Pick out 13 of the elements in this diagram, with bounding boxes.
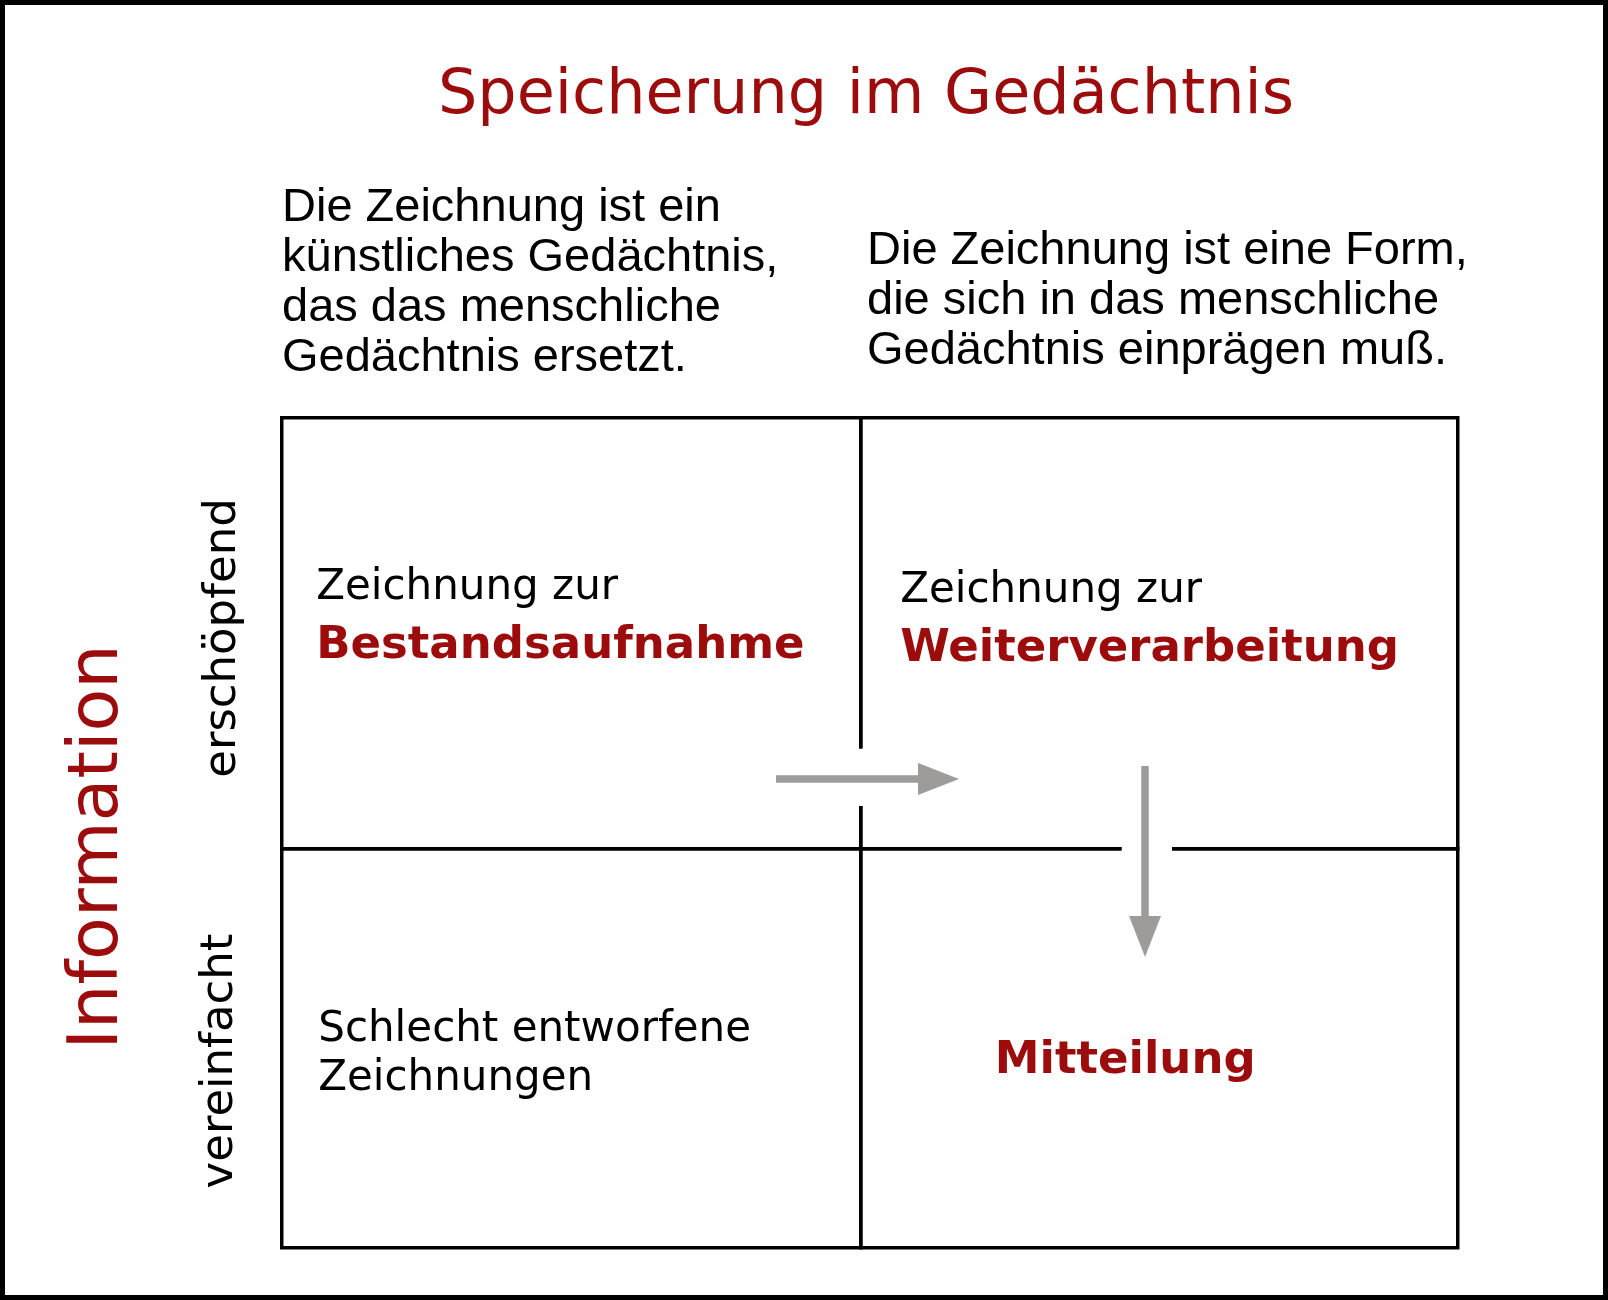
axis-title: Information bbox=[57, 644, 129, 1050]
column-header: Die Zeichnung ist eine Form, die sich in das menschliche Gedächtnis einprägen muß. bbox=[867, 223, 1469, 373]
cell-title: Mitteilung bbox=[994, 1032, 1256, 1085]
column-header: Die Zeichnung ist ein künstliches Gedächtnis, das das menschliche Gedächtnis ersetzt. bbox=[282, 180, 780, 380]
row-header: erschöpfend bbox=[196, 498, 244, 778]
cell-title: Weiterverarbeitung bbox=[900, 620, 1399, 673]
diagram-title: Speicherung im Gedächtnis bbox=[438, 60, 1295, 124]
matrix-cell bbox=[859, 847, 1460, 1250]
cell-text: Zeichnung zur bbox=[900, 563, 1203, 613]
cell-title: Bestandsaufnahme bbox=[316, 617, 805, 670]
row-header: vereinfacht bbox=[193, 933, 241, 1189]
cell-text: Zeichnung zur bbox=[316, 560, 619, 610]
cell-text: Schlecht entworfene Zeichnungen bbox=[318, 1002, 752, 1101]
